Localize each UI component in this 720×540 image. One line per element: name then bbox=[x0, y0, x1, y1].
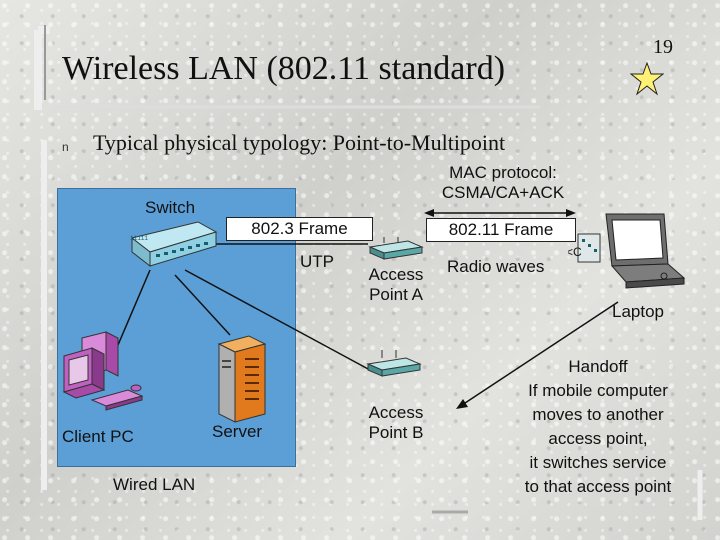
wired-lan-label: Wired LAN bbox=[113, 475, 196, 494]
handoff-line: Handoff bbox=[568, 357, 628, 376]
client-pc-icon bbox=[62, 331, 144, 411]
access-point-b-label: Access Point B bbox=[357, 403, 435, 443]
bullet-marker: n bbox=[62, 140, 69, 154]
access-point-a-label: Access Point A bbox=[357, 265, 435, 305]
handoff-note: Handoff If mobile computer moves to anot… bbox=[505, 355, 691, 499]
handoff-line: to that access point bbox=[524, 477, 672, 496]
laptop-icon: <C bbox=[568, 213, 686, 289]
handoff-line: If mobile computer bbox=[528, 381, 668, 400]
handoff-line: access point, bbox=[548, 429, 648, 448]
access-point-a-line-1: Access bbox=[368, 265, 424, 284]
server-label: Server bbox=[212, 422, 263, 441]
server-icon bbox=[217, 335, 267, 423]
access-point-b-line-2: Point B bbox=[368, 423, 424, 442]
access-point-icon bbox=[368, 237, 424, 260]
mac-protocol-line-2: CSMA/CA+ACK bbox=[441, 183, 565, 202]
access-point-a-line-2: Point A bbox=[369, 285, 423, 304]
handoff-line: moves to another bbox=[532, 405, 664, 424]
client-pc-label: Client PC bbox=[62, 427, 134, 446]
laptop-label: Laptop bbox=[612, 302, 664, 321]
mac-protocol-label: MAC protocol: CSMA/CA+ACK bbox=[428, 163, 578, 203]
mac-protocol-line-1: MAC protocol: bbox=[449, 163, 557, 182]
switch-label: Switch bbox=[145, 198, 196, 217]
frame-8023-label: 802.3 Frame bbox=[226, 217, 373, 241]
utp-label: UTP bbox=[300, 252, 334, 271]
page-number: 19 bbox=[653, 36, 673, 58]
radio-waves-label: Radio waves bbox=[447, 257, 545, 276]
access-point-b-line-1: Access bbox=[368, 403, 424, 422]
switch-icon: 11111 bbox=[130, 221, 218, 268]
bullet-text: Typical physical typology: Point-to-Mult… bbox=[93, 130, 506, 155]
handoff-line: it switches service bbox=[529, 453, 667, 472]
access-point-icon bbox=[366, 350, 422, 377]
svg-text:11111: 11111 bbox=[130, 235, 148, 242]
page-title: Wireless LAN (802.11 standard) bbox=[62, 50, 506, 87]
star-icon bbox=[630, 62, 664, 96]
svg-text:<C: <C bbox=[568, 245, 582, 259]
frame-80211-label: 802.11 Frame bbox=[426, 218, 576, 242]
